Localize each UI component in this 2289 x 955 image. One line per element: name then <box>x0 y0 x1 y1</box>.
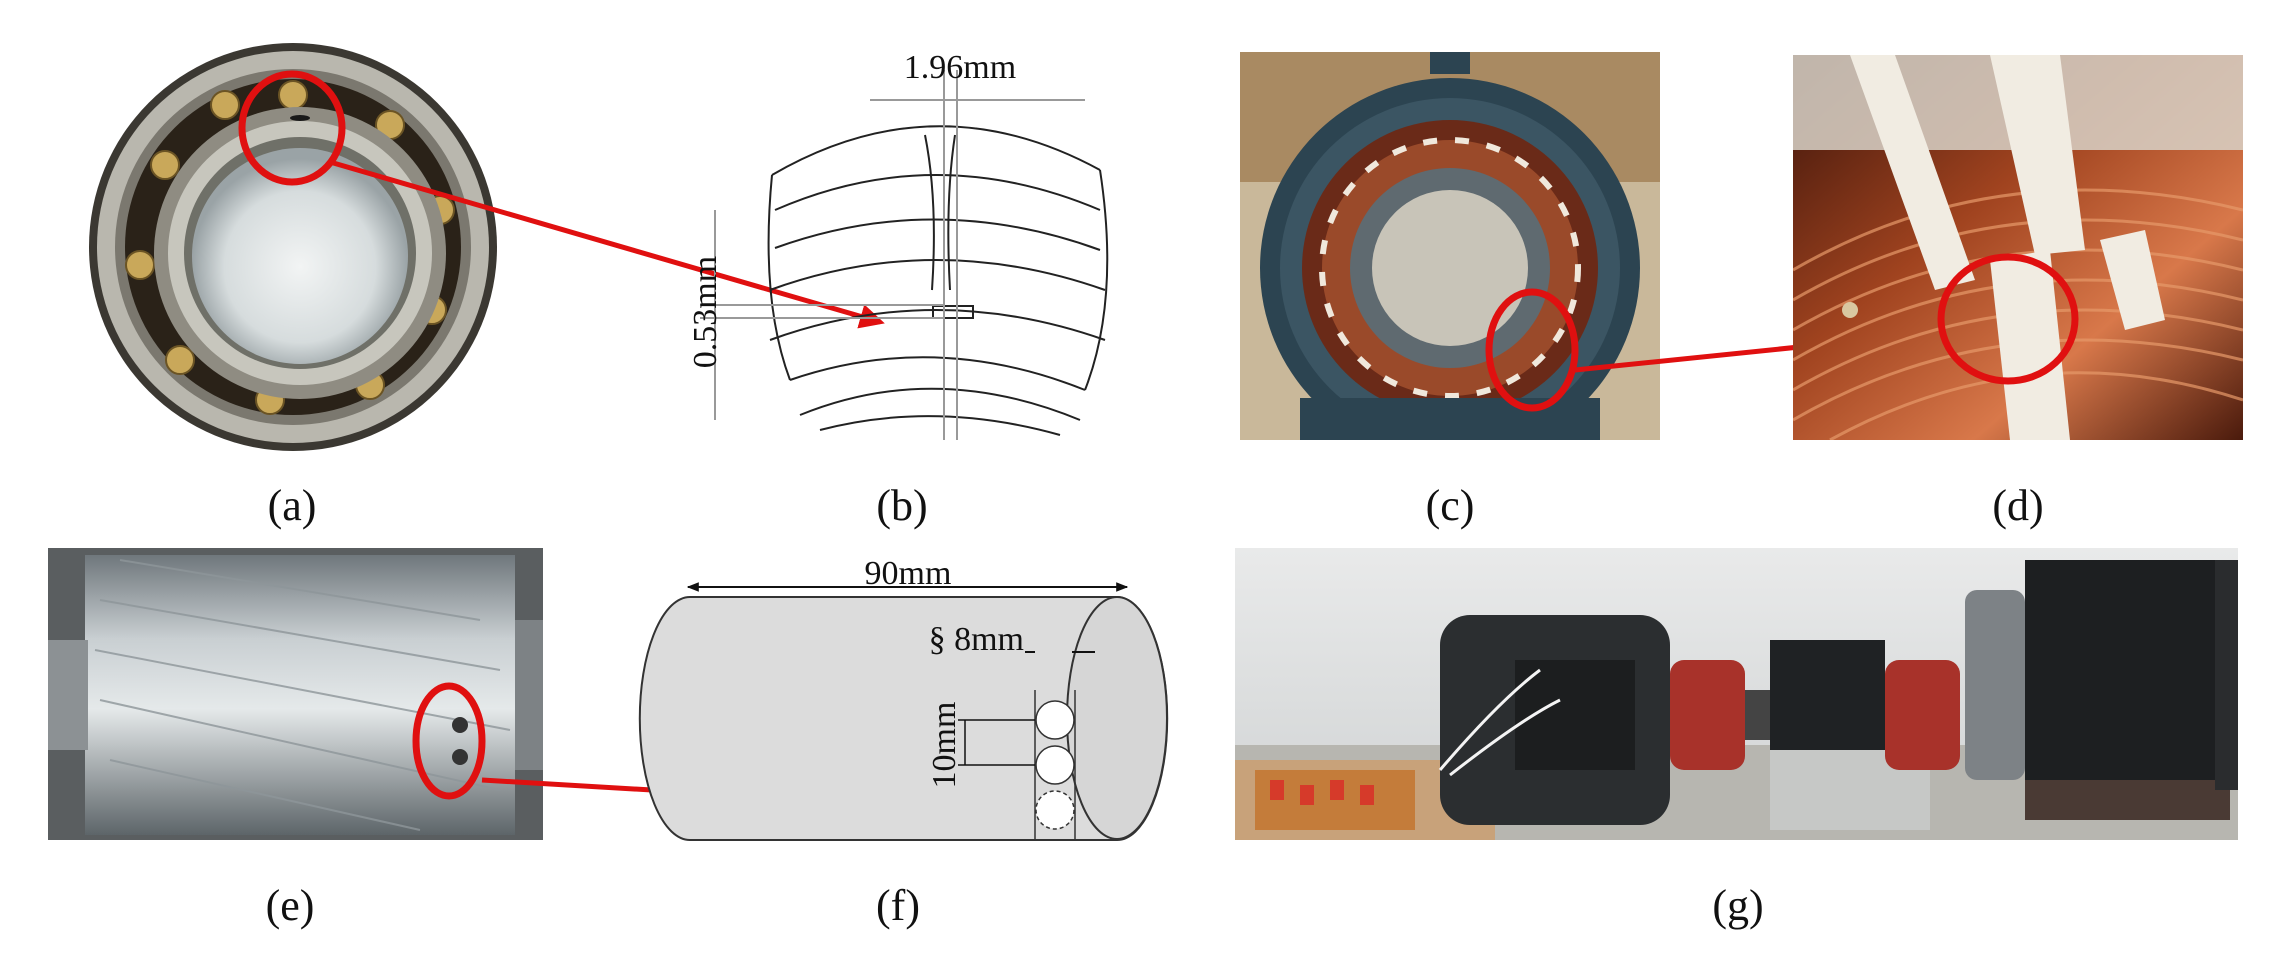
hole-diameter-label: § 8mm <box>929 621 1024 658</box>
winding-photo <box>1793 55 2243 440</box>
rotor-sketch <box>638 582 1169 841</box>
hole-spacing-label: 10mm <box>926 702 963 789</box>
caption-f: (f) <box>876 881 920 930</box>
caption-b: (b) <box>876 481 927 530</box>
fault-highlight-circle <box>412 682 486 800</box>
stator-photo <box>1240 52 1660 440</box>
rotor-length-label: 90mm <box>865 555 952 592</box>
caption-a: (a) <box>268 481 317 530</box>
caption-e: (e) <box>266 881 315 930</box>
caption-c: (c) <box>1426 481 1475 530</box>
pointer-arrow <box>329 159 885 329</box>
caption-g: (g) <box>1712 881 1763 930</box>
raceway-sketch <box>700 70 1109 440</box>
fault-highlight-circle <box>1937 253 2079 385</box>
fault-highlight-circle <box>238 70 346 186</box>
fault-highlight-circle <box>1485 288 1579 412</box>
test-bench-photo <box>1235 548 2238 840</box>
groove-width-label: 1.96mm <box>904 49 1016 86</box>
groove-depth-label: 0.53mm <box>687 256 724 368</box>
rotor-photo <box>48 548 543 840</box>
caption-d: (d) <box>1992 481 2043 530</box>
bearing-photo <box>89 43 497 451</box>
